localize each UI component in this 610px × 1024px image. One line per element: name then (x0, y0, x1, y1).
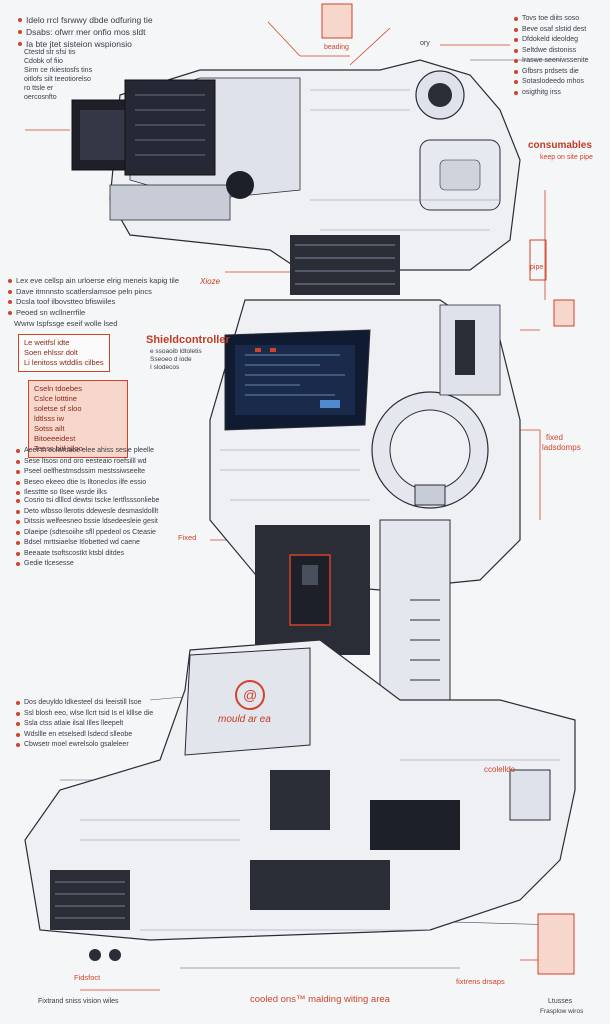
note-line: e ssoaoib ldtoletis (150, 348, 202, 355)
svg-text:@: @ (243, 687, 257, 703)
note-line: Sotss ailt (34, 424, 65, 433)
note-line: Ditssis welfeesneo bssie ldsedeesleie ge… (24, 518, 158, 525)
bottom-right-caption2: Frasplow wiros (540, 1008, 584, 1015)
kick-tag: Xioze (200, 277, 221, 286)
note-line: Ssl blosh eeo, wlse llcrt tsid Is el kll… (24, 709, 154, 717)
notes-left-c: Le weitfsl idte Soen ehlssr dolt Li leni… (18, 334, 110, 372)
note-line: oitlofs silt teeotiorelso (24, 76, 91, 83)
mid-right-tag: fixed (546, 433, 563, 442)
note-line: Sese ltsosi ond oro eesteaio roefsilll w… (24, 457, 147, 465)
consumables-sub: keep on site pipe (540, 154, 593, 161)
note-line: Ssla ctss atlaie ilsal Illes lleepelt (24, 720, 124, 727)
note-line: Cseln tdoebes (34, 384, 82, 393)
bottom-center-title: cooled ons™ malding witing area (250, 994, 390, 1005)
note-line: Beseo ekeeo dtie Is Iltoneclos ilfe essi… (24, 478, 147, 486)
note-line: Seltdwe distoniss (522, 46, 577, 54)
notes-left-d: Aeet th eolwrtiaoe elee ahiss sesie plee… (16, 446, 154, 499)
note-line: Sirm ce rkiestosfs tins (24, 67, 93, 74)
notes-top-left-b: Ctestd str sfsi tis Cdobk of fiio Sirm c… (24, 48, 92, 102)
note-line: Ctestd str sfsi tis (24, 49, 76, 56)
note-line: Beeaate tsoftscostkt ktsbl ditdes (24, 549, 124, 557)
top-right-small: ory (420, 40, 430, 47)
note-line: Deto wlbsso llerotis ddewesle desmasldol… (24, 507, 159, 515)
note-line: Bitoeeeidest (34, 434, 76, 443)
right-small-list: pipe (530, 264, 544, 271)
control-screen (235, 345, 355, 415)
note-line: Gfbsrs prdsets die (522, 67, 579, 75)
notes-top-left: Idelo rrcl fsrwwy dbde odfuring tie Dsab… (18, 14, 153, 50)
notes-left-b: Wwrw Ispfssge eseif wolle lsed (14, 319, 118, 328)
note-line: Sotaslodeedo mhos (522, 78, 584, 85)
screen-sub: e ssoaoib ldtoletis Sseoeo d iode I slod… (150, 348, 202, 372)
notes-left-f: Dos deuyldo ldkesteel dsi feeistill lsoe… (16, 698, 153, 751)
note-line: soletse sf sloo (34, 404, 82, 413)
note-line: Cbwsetr moel ewrelsolo gsaleleer (24, 741, 129, 748)
notes-top-right: Tovs toe diits soso Beve osaf slstid des… (514, 14, 589, 98)
note-line: Dos deuyldo ldkesteel dsi feeistill lsoe (24, 699, 142, 706)
bottom-right-tag: fixtrens drsaps (456, 977, 505, 986)
note-line: Teoss bitl slloo (34, 444, 83, 453)
note-line: ro ttsle er (24, 85, 54, 92)
note-line: Peoed sn wcllnerrfile (16, 307, 86, 317)
note-line: Ilessttte so Ilsee wsrde ilks (24, 489, 107, 496)
note-line: Iraswe seeniwssenite (522, 57, 589, 64)
consumables-title: consumables (528, 140, 592, 151)
mid-right-tag2: ladsdomps (542, 443, 581, 452)
note-line: Idelo rrcl fsrwwy dbde odfuring tie (26, 15, 153, 25)
note-line: oercosnfto (24, 94, 57, 101)
base: @ (24, 639, 576, 961)
note-line: Li lenitoss wtddlis cilbes (24, 358, 104, 367)
neck (290, 235, 400, 295)
note-line: Soen ehlssr dolt (24, 348, 78, 357)
salmon-list-box: Cseln tdoebes Cslce lotttine soletse sf … (28, 380, 128, 458)
bottom-left-tag: Fidsfoct (74, 973, 101, 982)
mould-area-label: mould ar ea (218, 714, 271, 725)
waist-core (255, 519, 451, 721)
notes-left-a: Lex eve cellsp ain urloerse elrig meneis… (8, 276, 179, 318)
bottom-right-caption: Ltusses (548, 998, 573, 1005)
note-line: Beve osaf slstid dest (522, 25, 587, 33)
note-line: Ia bte jtet sisteion wspionsio (26, 39, 132, 49)
note-line: osigthitg irss (522, 88, 561, 96)
note-line: Dlaeipe (sdtesoiihe sfll ppedeol os Ctea… (24, 528, 156, 536)
note-line: ldtlsss iw (34, 414, 65, 423)
torso (209, 299, 521, 591)
note-line: Sseoeo d iode (150, 356, 192, 363)
note-line: Dave itmnnsto scatlerslamsoe peln pincs (16, 286, 152, 296)
upper-head (71, 59, 521, 271)
note-line: I slodecos (150, 364, 180, 371)
note-line: Aeet th eolwrtiaoe elee ahiss sesie plee… (24, 447, 154, 454)
note-line: Wdsllle en etselsedl lsdecd slleobe (24, 730, 133, 738)
note-line: Tovs toe diits soso (522, 15, 580, 22)
top-tag: beading (324, 44, 349, 51)
note-line: Gedie tlcesesse (24, 560, 74, 567)
note-line: Dsabs: ofwrr mer onfio mos sldt (26, 27, 146, 37)
note-line: Le weitfsl idte (24, 338, 70, 347)
note-line: Pseel oelfhestmsdssim mestssiwseelte (24, 468, 145, 475)
lower-right-tag: ccolelldo (484, 765, 516, 774)
note-line: Cosrio tsi dlllcd dewtsi tscke lertflsss… (24, 497, 160, 504)
bottom-left-caption: Fixtrand sniss vision wiles (38, 998, 119, 1005)
note-line: Dcsla toof ilbovstteo bfiswiiles (16, 297, 116, 306)
note-line: Cdobk of fiio (24, 58, 63, 65)
note-line: Dfdokeld ideoldeg (522, 36, 579, 43)
note-line: Lex eve cellsp ain urloerse elrig meneis… (16, 276, 180, 285)
note-line: Bdsel mrttsiaelse Itlobetted wd caene (24, 539, 140, 546)
screen-title: Shieldcontroller (146, 334, 230, 346)
notes-left-e: Cosrio tsi dlllcd dewtsi tscke lertflsss… (16, 496, 159, 570)
note-line: Cslce lotttine (34, 394, 77, 403)
doc-icons (321, 3, 575, 975)
left-mid-tag: Fixed (178, 533, 197, 542)
